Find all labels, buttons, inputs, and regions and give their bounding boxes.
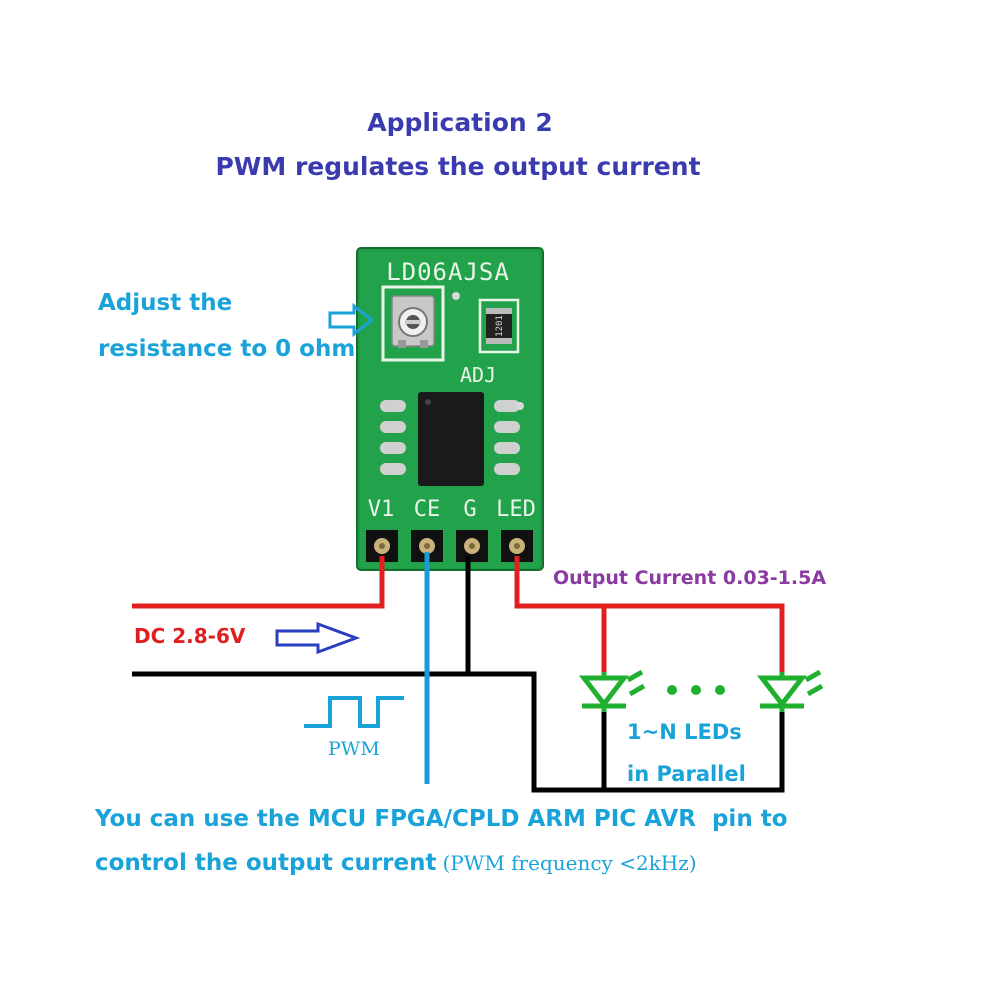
pin-label-ce: CE <box>414 497 441 522</box>
pin-label-led: LED <box>496 497 536 522</box>
footer-line-1: You can use the MCU FPGA/CPLD ARM PIC AV… <box>95 806 788 832</box>
footer-line-2: control the output current(PWM frequency… <box>95 850 697 876</box>
ground-wire <box>132 556 471 677</box>
output-current-label: Output Current 0.03-1.5A <box>553 567 827 589</box>
pin-label-v1: V1 <box>368 497 395 522</box>
led-output-wire <box>514 556 785 672</box>
module-board: LD06AJSA 1201 ADJ <box>356 247 544 571</box>
leds-label-line-2: in Parallel <box>627 762 746 786</box>
header-pins <box>366 530 533 562</box>
led-symbol-1 <box>578 669 646 712</box>
pin-label-g: G <box>463 497 476 522</box>
pwm-label: PWM <box>328 738 380 760</box>
leds-label-line-1: 1~N LEDs <box>627 720 742 744</box>
resistor-marking: 1201 <box>495 315 505 337</box>
adjust-label-line-1: Adjust the <box>98 290 233 316</box>
pwm-frequency-note: (PWM frequency <2kHz) <box>442 851 697 875</box>
positive-wire <box>132 556 385 609</box>
ic-chip <box>380 392 520 486</box>
led-symbol-2 <box>756 669 824 712</box>
adj-label: ADJ <box>460 363 496 387</box>
ground-return-wire <box>468 671 785 793</box>
potentiometer <box>391 295 435 348</box>
input-arrow-icon <box>275 621 361 655</box>
smd-resistor: 1201 <box>478 298 520 354</box>
footer-line-2-bold: control the output current <box>95 850 437 876</box>
title-line-2: PWM regulates the output current <box>215 152 701 181</box>
led-ellipsis-icon <box>667 685 725 695</box>
input-voltage-label: DC 2.8-6V <box>134 624 246 648</box>
board-model-label: LD06AJSA <box>386 258 510 286</box>
title-line-1: Application 2 <box>367 108 553 137</box>
pwm-waveform-icon <box>304 696 404 728</box>
adjust-arrow-icon <box>328 302 375 338</box>
adjust-label-line-2: resistance to 0 ohm <box>98 336 356 362</box>
